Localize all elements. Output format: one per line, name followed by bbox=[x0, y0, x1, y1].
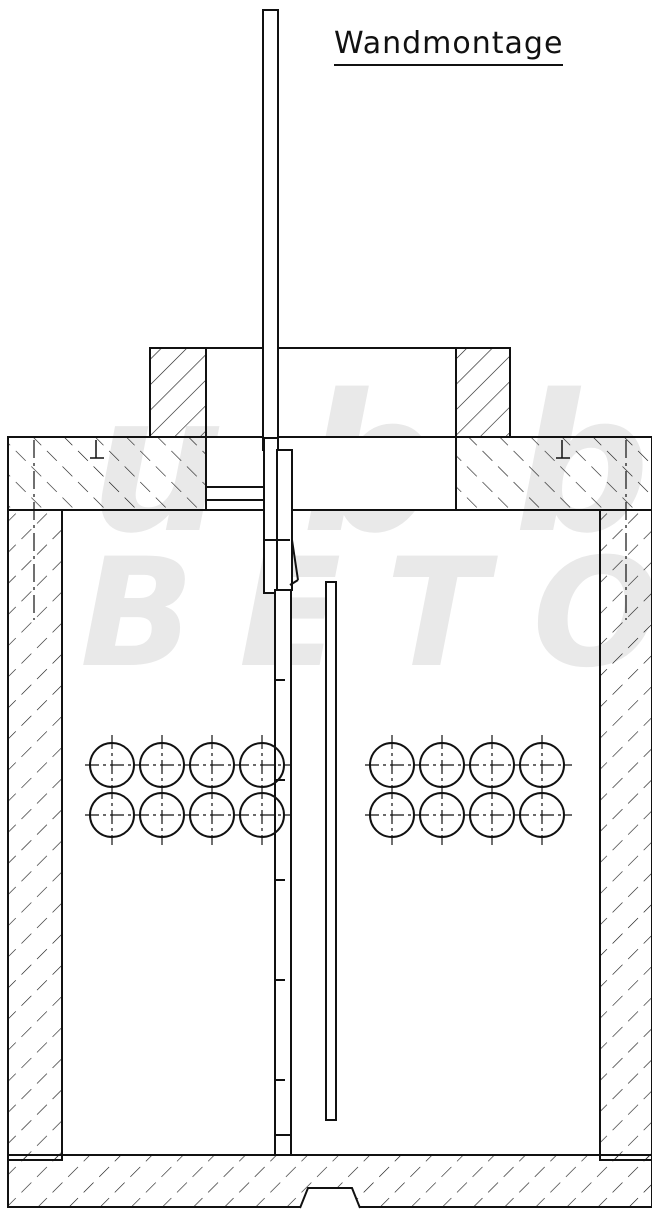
sump bbox=[274, 1134, 361, 1209]
pipe-openings bbox=[85, 735, 572, 845]
ladder bbox=[206, 9, 299, 1156]
ladder-rungs bbox=[275, 679, 285, 1081]
guide-rail bbox=[325, 581, 337, 1121]
left-wall bbox=[7, 509, 63, 1161]
drawing-title: Wandmontage bbox=[334, 26, 564, 66]
frame bbox=[149, 347, 511, 438]
cover-slab bbox=[7, 436, 652, 511]
